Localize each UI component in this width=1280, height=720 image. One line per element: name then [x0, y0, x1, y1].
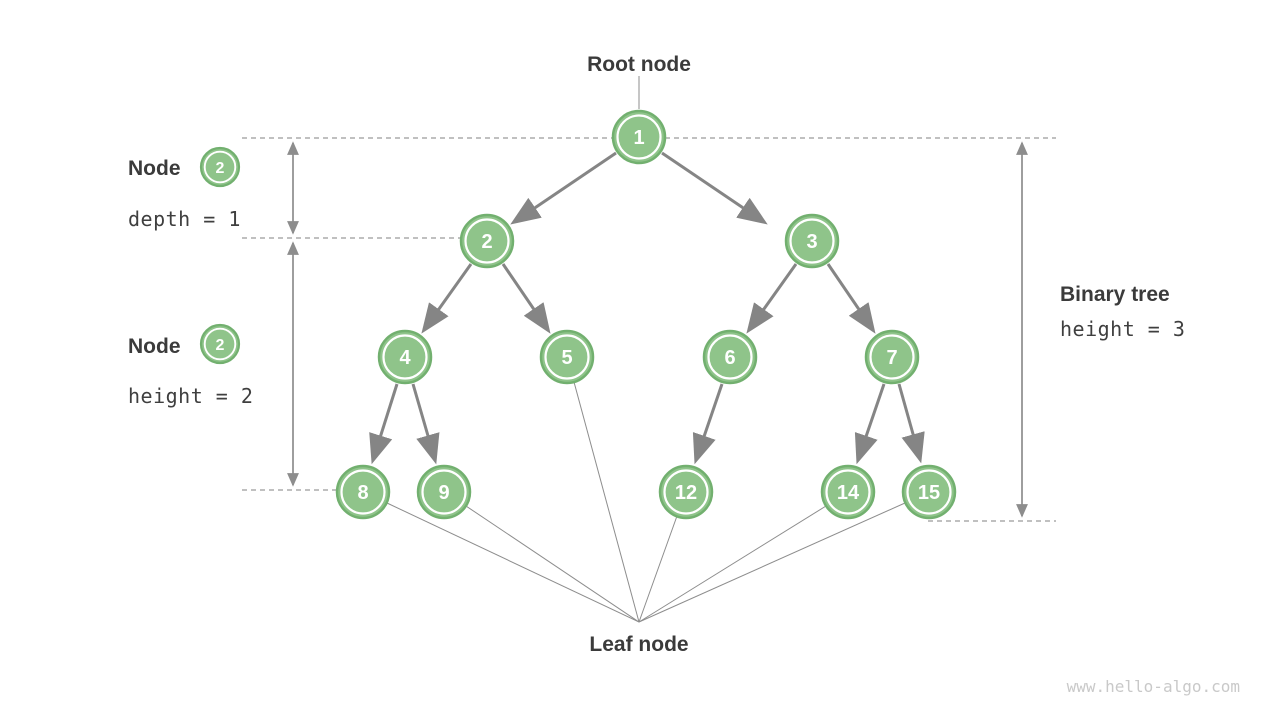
node-value: 7	[886, 347, 897, 369]
leaf-connector-9	[465, 505, 640, 623]
node-circle	[459, 213, 515, 269]
tree-node: 14	[820, 464, 876, 520]
node-height-annotation-value: height = 2	[128, 384, 253, 408]
leaf-connector-15	[638, 502, 906, 623]
node-inner-ring	[663, 469, 709, 515]
node-value: 1	[633, 127, 644, 149]
node-height-annotation: Node 2 height = 2	[128, 323, 253, 408]
root-node-label: Root node	[587, 53, 691, 76]
node-circle	[335, 464, 391, 520]
leaf-connector-14	[638, 505, 827, 623]
tree-node: 12	[658, 464, 714, 520]
node-badge: 2	[199, 323, 241, 365]
node-value: 2	[481, 231, 492, 253]
tree-nodes: 1 2 3 4 5 6 7	[335, 109, 957, 520]
node-circle	[658, 464, 714, 520]
tree-height-annotation-value: height = 3	[1060, 317, 1185, 341]
node-inner-ring	[789, 218, 835, 264]
node-inner-ring	[382, 334, 428, 380]
tree-edge-1-2	[510, 151, 617, 225]
node-inner-ring	[464, 218, 510, 264]
badge-value: 2	[216, 160, 225, 177]
badge-inner-ring	[203, 327, 237, 361]
tree-height-annotation: Binary tree height = 3	[1060, 283, 1185, 341]
tree-edge-4-8	[369, 383, 399, 465]
node-circle	[416, 464, 472, 520]
node-inner-ring	[906, 469, 952, 515]
measurement-arrows	[287, 141, 1028, 518]
depth-annotation: Node 2 depth = 1	[128, 146, 241, 231]
node-circle	[901, 464, 957, 520]
node-value: 5	[561, 347, 572, 369]
node-circle	[784, 213, 840, 269]
tree-edge-2-5	[501, 263, 551, 334]
tree-edge-1-3	[661, 151, 768, 225]
node-circle	[377, 329, 433, 385]
node-value: 4	[399, 347, 411, 369]
tree-edges	[369, 151, 925, 465]
tree-edge-4-9	[411, 383, 440, 465]
node-circle	[539, 329, 595, 385]
tree-edge-7-15	[897, 383, 925, 464]
tree-height-annotation-title: Binary tree	[1060, 283, 1170, 306]
node-height-annotation-title: Node	[128, 335, 181, 358]
node-inner-ring	[340, 469, 386, 515]
tree-node: 9	[416, 464, 472, 520]
tree-node: 3	[784, 213, 840, 269]
tree-edge-7-14	[854, 383, 886, 465]
tree-edge-6-12	[692, 383, 724, 465]
node-inner-ring	[544, 334, 590, 380]
tree-edge-3-7	[826, 263, 876, 334]
badge-circle	[199, 323, 241, 365]
node-inner-ring	[616, 114, 662, 160]
node-value: 3	[806, 231, 817, 253]
node-inner-ring	[825, 469, 871, 515]
badge-value: 2	[216, 337, 225, 354]
tree-node: 8	[335, 464, 391, 520]
node-inner-ring	[421, 469, 467, 515]
tree-node: 6	[702, 329, 758, 385]
watermark: www.hello-algo.com	[1067, 677, 1240, 696]
tree-node: 4	[377, 329, 433, 385]
node-value: 8	[357, 482, 368, 504]
badge-circle	[199, 146, 241, 188]
tree-edge-3-6	[746, 263, 798, 334]
tree-node: 7	[864, 329, 920, 385]
node-value: 14	[837, 482, 860, 504]
leaf-connector-5	[573, 381, 640, 623]
badge-inner-ring	[203, 150, 237, 184]
node-circle	[611, 109, 667, 165]
node-circle	[864, 329, 920, 385]
callout-lines	[386, 76, 906, 623]
node-value: 6	[724, 347, 735, 369]
depth-annotation-title: Node	[128, 157, 181, 180]
tree-node: 5	[539, 329, 595, 385]
node-circle	[820, 464, 876, 520]
level-guides	[242, 137, 1056, 522]
tree-node: 15	[901, 464, 957, 520]
leaf-node-label: Leaf node	[589, 633, 688, 656]
tree-node: 1	[611, 109, 667, 165]
tree-node: 2	[459, 213, 515, 269]
tree-edge-2-4	[421, 263, 473, 334]
node-badge: 2	[199, 146, 241, 188]
leaf-connector-12	[638, 515, 678, 623]
node-value: 9	[438, 482, 449, 504]
node-inner-ring	[869, 334, 915, 380]
leaf-connector-8	[386, 502, 640, 623]
node-value: 12	[675, 482, 697, 504]
depth-annotation-value: depth = 1	[128, 207, 241, 231]
node-circle	[702, 329, 758, 385]
node-value: 15	[918, 482, 940, 504]
node-inner-ring	[707, 334, 753, 380]
